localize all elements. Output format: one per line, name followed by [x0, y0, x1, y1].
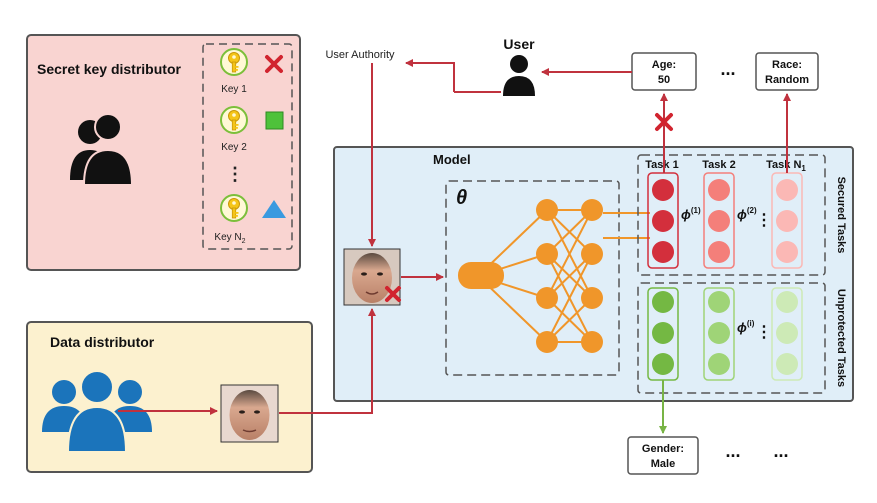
unprotected-tasks-label: Unprotected Tasks [835, 289, 847, 387]
key-2-label: Key 2 [221, 142, 247, 153]
unprotected-tasks-box [637, 282, 826, 394]
key-n-icon [220, 194, 248, 222]
photo-red-x-icon [385, 286, 401, 302]
secured-vertical-ellipsis: ⋮ [756, 212, 772, 229]
user-icon [503, 55, 535, 96]
blue-triangle-icon [262, 200, 286, 218]
secret-key-distributor-panel: Secret key distributor Key 1 Key 2 ⋮ Key… [26, 34, 301, 271]
task-n-label: Task N1 [766, 159, 806, 173]
secured-tasks-label: Secured Tasks [835, 177, 847, 254]
model-panel: Model θ Task 1 Task 2 Task [333, 146, 854, 402]
query-face-photo [343, 248, 401, 306]
task-2-label: Task 2 [702, 159, 735, 171]
key-1-icon [220, 48, 248, 76]
secret-key-distributor-title: Secret key distributor [37, 61, 181, 77]
key-n-label: Key N2 [214, 232, 245, 245]
svg-text:Age:: Age: [652, 59, 676, 71]
task-n-unprotected-head [771, 287, 803, 381]
top-horizontal-ellipsis: ... [720, 59, 735, 79]
phi-1-label: ϕ(1) [681, 206, 701, 222]
svg-text:50: 50 [658, 74, 670, 86]
task-1-label: Task 1 [645, 159, 678, 171]
task-n-secured-head [771, 172, 803, 269]
data-to-query-arrow [279, 308, 376, 414]
blocked-red-x-icon [655, 113, 673, 131]
user-authority-label: User Authority [325, 49, 395, 61]
svg-text:Random: Random [765, 74, 809, 86]
backbone-network [458, 199, 650, 353]
blue-people-icon [42, 370, 152, 453]
user-label: User [503, 36, 535, 52]
phi-i-label: ϕ(i) [737, 319, 755, 335]
group-users-icon [70, 113, 134, 186]
unprotected-vertical-ellipsis: ⋮ [756, 324, 772, 341]
output-gender: Gender: Male [627, 436, 699, 475]
task-2-secured-head [703, 172, 735, 269]
output-age: Age: 50 [631, 52, 697, 91]
output-race: Race: Random [755, 52, 819, 91]
task-2-unprotected-head [703, 287, 735, 381]
model-title: Model [433, 152, 471, 167]
bottom-horizontal-ellipsis-1: ... [725, 441, 740, 461]
face-photo-input [220, 384, 279, 443]
svg-text:Gender:: Gender: [642, 443, 684, 455]
data-distributor-title: Data distributor [50, 334, 155, 350]
red-x-icon [265, 55, 283, 73]
task-1-unprotected-head [647, 287, 679, 381]
svg-text:Male: Male [651, 458, 675, 470]
secured-tasks-box [637, 154, 826, 276]
task-1-secured-head [647, 172, 679, 269]
keys-dashed-box [202, 43, 293, 250]
user-to-key-distributor-arrow [405, 59, 455, 92]
svg-text:Race:: Race: [772, 59, 802, 71]
key-1-label: Key 1 [221, 84, 247, 95]
data-distributor-panel: Data distributor [26, 321, 313, 473]
arrows [118, 59, 791, 434]
vertical-ellipsis: ⋮ [226, 164, 244, 184]
theta-symbol: θ [456, 187, 467, 209]
input-node [458, 262, 504, 289]
phi-2-label: ϕ(2) [737, 206, 757, 222]
key-2-icon [220, 106, 248, 134]
bottom-horizontal-ellipsis-2: ... [773, 441, 788, 461]
green-square-icon [265, 111, 284, 130]
